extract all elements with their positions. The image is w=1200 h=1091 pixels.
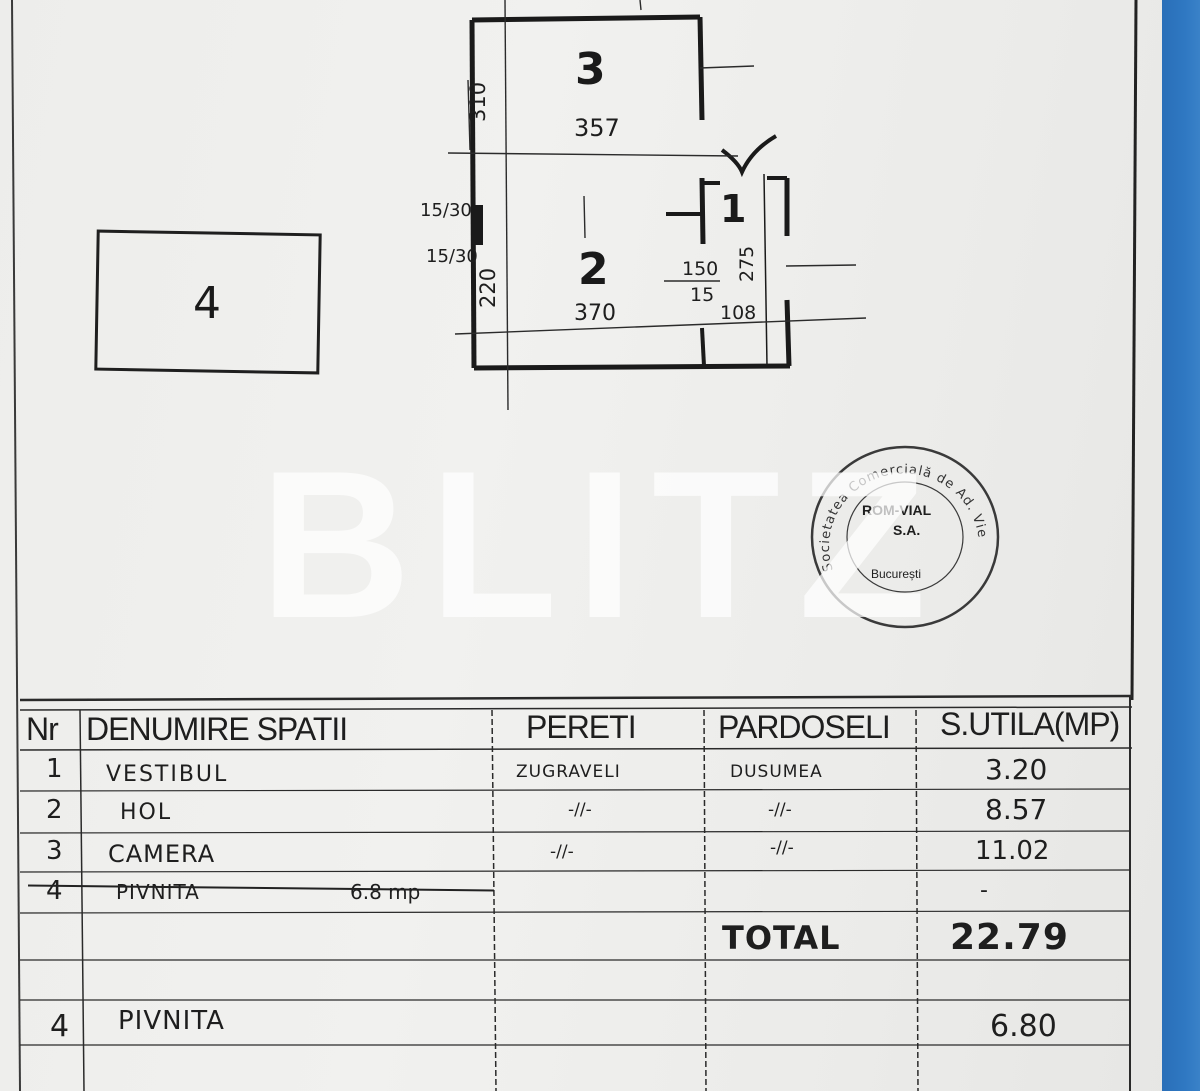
row-1-walls: ZUGRAVELI: [516, 762, 621, 782]
header-walls: PERETI: [526, 709, 637, 745]
header-nr: Nr: [26, 711, 59, 747]
dimension-lines: [447, 0, 867, 411]
stamp-city: București: [871, 567, 922, 581]
extra-row-area: 6.80: [990, 1009, 1057, 1044]
page-left-border: [11, 0, 21, 1091]
row-4-area: -: [980, 878, 988, 903]
room-4-outline: [94, 229, 322, 375]
row-4-nr: 4: [46, 876, 63, 906]
row-3-name: CAMERA: [108, 840, 216, 868]
window-mark: [473, 205, 483, 245]
row-2-floors: -//-: [768, 800, 792, 820]
row-3-walls: -//-: [550, 842, 574, 862]
row-1-floors: DUSUMEA: [730, 762, 823, 782]
row-3-floors: -//-: [770, 838, 794, 858]
extra-row-nr: 4: [50, 1009, 70, 1044]
stamp-form: S.A.: [893, 522, 921, 538]
row-4-extra: 6.8 mp: [350, 880, 421, 904]
row-3-area: 11.02: [975, 836, 1050, 866]
table-grid: [19, 694, 1133, 1091]
row-3-nr: 3: [46, 836, 63, 866]
header-area: S.UTILA(MP): [940, 706, 1120, 742]
row-2-nr: 2: [46, 795, 63, 825]
row-1-nr: 1: [46, 754, 63, 784]
dimension-15: 15: [690, 284, 715, 306]
dimension-108: 108: [720, 302, 757, 324]
watermark-text: BLITZ: [259, 427, 945, 662]
row-1-area: 3.20: [985, 753, 1048, 786]
dimension-370: 370: [574, 301, 616, 326]
room-number-4: 4: [193, 278, 221, 329]
total-value: 22.79: [950, 917, 1069, 958]
dimension-150: 150: [682, 258, 719, 280]
row-2-name: HOL: [120, 800, 173, 825]
room-number-2: 2: [578, 244, 609, 295]
dimension-15-30-bottom: 15/30: [426, 246, 478, 267]
stamp-company: ROM-VIAL: [862, 502, 932, 518]
row-2-walls: -//-: [568, 800, 592, 820]
page-right-border: [1130, 0, 1138, 701]
apartment-walls: [469, 14, 792, 371]
background-edge: [1162, 0, 1200, 1091]
room-number-3: 3: [575, 44, 606, 95]
header-floors: PARDOSELI: [718, 709, 891, 745]
row-2-area: 8.57: [985, 793, 1048, 826]
dimension-357: 357: [574, 114, 620, 142]
extra-row-name: PIVNITA: [118, 1006, 225, 1036]
company-stamp: [810, 445, 1000, 629]
header-name: DENUMIRE SPATII: [86, 711, 348, 747]
total-label: TOTAL: [722, 919, 841, 957]
dimension-15-30-top: 15/30: [420, 200, 472, 221]
row-1-name: VESTIBUL: [106, 762, 229, 787]
room-number-1: 1: [720, 187, 747, 231]
